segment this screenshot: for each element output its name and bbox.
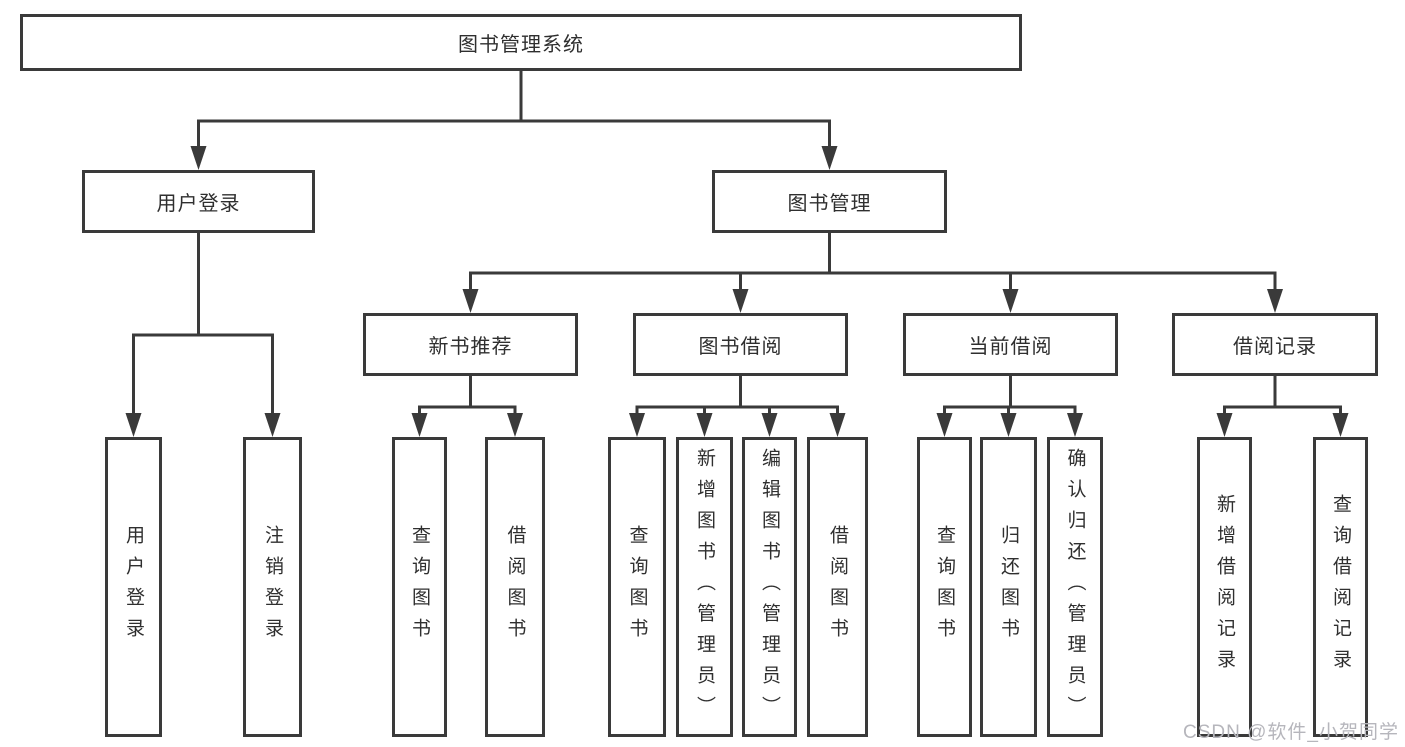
node-edit-books: 编辑图书（管理员） (742, 437, 797, 737)
node-query-books-3: 查询图书 (917, 437, 972, 737)
node-label: 查询图书 (934, 525, 955, 649)
node-borrow-books-1: 借阅图书 (485, 437, 545, 737)
arrowhead (462, 289, 479, 313)
node-user-login-op: 用户登录 (105, 437, 162, 737)
arrowhead (1002, 289, 1019, 313)
node-borrow-records: 借阅记录 (1172, 313, 1378, 376)
arrowhead (190, 146, 207, 170)
arrowhead (821, 146, 838, 170)
arrowhead (761, 413, 778, 437)
node-label: 编辑图书（管理员） (759, 447, 780, 727)
node-add-books: 新增图书（管理员） (676, 437, 733, 737)
arrowhead (732, 289, 749, 313)
node-add-borrow-record: 新增借阅记录 (1197, 437, 1252, 737)
node-label: 图书管理 (787, 193, 872, 215)
node-label: 查询借阅记录 (1330, 494, 1351, 680)
node-label: 图书管理系统 (458, 34, 584, 56)
node-root: 图书管理系统 (20, 14, 1022, 71)
arrowhead (507, 413, 523, 437)
node-label: 归还图书 (998, 525, 1019, 649)
arrowhead (125, 413, 142, 437)
arrowhead (264, 413, 281, 437)
arrowhead (411, 413, 428, 437)
node-query-books-2: 查询图书 (608, 437, 666, 737)
node-label: 新书推荐 (428, 336, 513, 358)
arrowhead (936, 413, 953, 437)
node-label: 查询图书 (626, 525, 648, 649)
arrowhead (829, 413, 846, 437)
arrowhead (1000, 413, 1017, 437)
node-label: 用户登录 (123, 525, 144, 649)
node-confirm-return: 确认归还（管理员） (1047, 437, 1103, 737)
node-label: 借阅图书 (827, 525, 848, 649)
node-query-borrow-record: 查询借阅记录 (1313, 437, 1368, 737)
node-label: 新增借阅记录 (1214, 494, 1235, 680)
node-label: 借阅记录 (1233, 336, 1317, 358)
node-current-borrow: 当前借阅 (903, 313, 1118, 376)
node-label: 当前借阅 (968, 336, 1053, 358)
arrowhead (1216, 413, 1233, 437)
arrowhead (629, 413, 645, 437)
watermark: CSDN @软件_小贺同学 (1183, 722, 1399, 743)
node-logout-op: 注销登录 (243, 437, 302, 737)
node-label: 确认归还（管理员） (1064, 447, 1086, 727)
node-label: 用户登录 (156, 193, 241, 215)
node-book-mgmt: 图书管理 (712, 170, 947, 233)
node-new-book-rec: 新书推荐 (363, 313, 578, 376)
node-borrow-books-2: 借阅图书 (807, 437, 868, 737)
node-label: 注销登录 (262, 525, 283, 649)
node-return-books: 归还图书 (980, 437, 1037, 737)
node-book-borrow: 图书借阅 (633, 313, 848, 376)
arrowhead (1267, 289, 1283, 313)
node-label: 借阅图书 (504, 525, 526, 649)
arrowhead (696, 413, 713, 437)
node-label: 查询图书 (409, 525, 430, 649)
node-label: 图书借阅 (698, 336, 783, 358)
arrowhead (1067, 413, 1083, 437)
node-user-login: 用户登录 (82, 170, 315, 233)
node-label: 新增图书（管理员） (694, 447, 715, 727)
arrowhead (1332, 413, 1349, 437)
node-query-books-1: 查询图书 (392, 437, 447, 737)
